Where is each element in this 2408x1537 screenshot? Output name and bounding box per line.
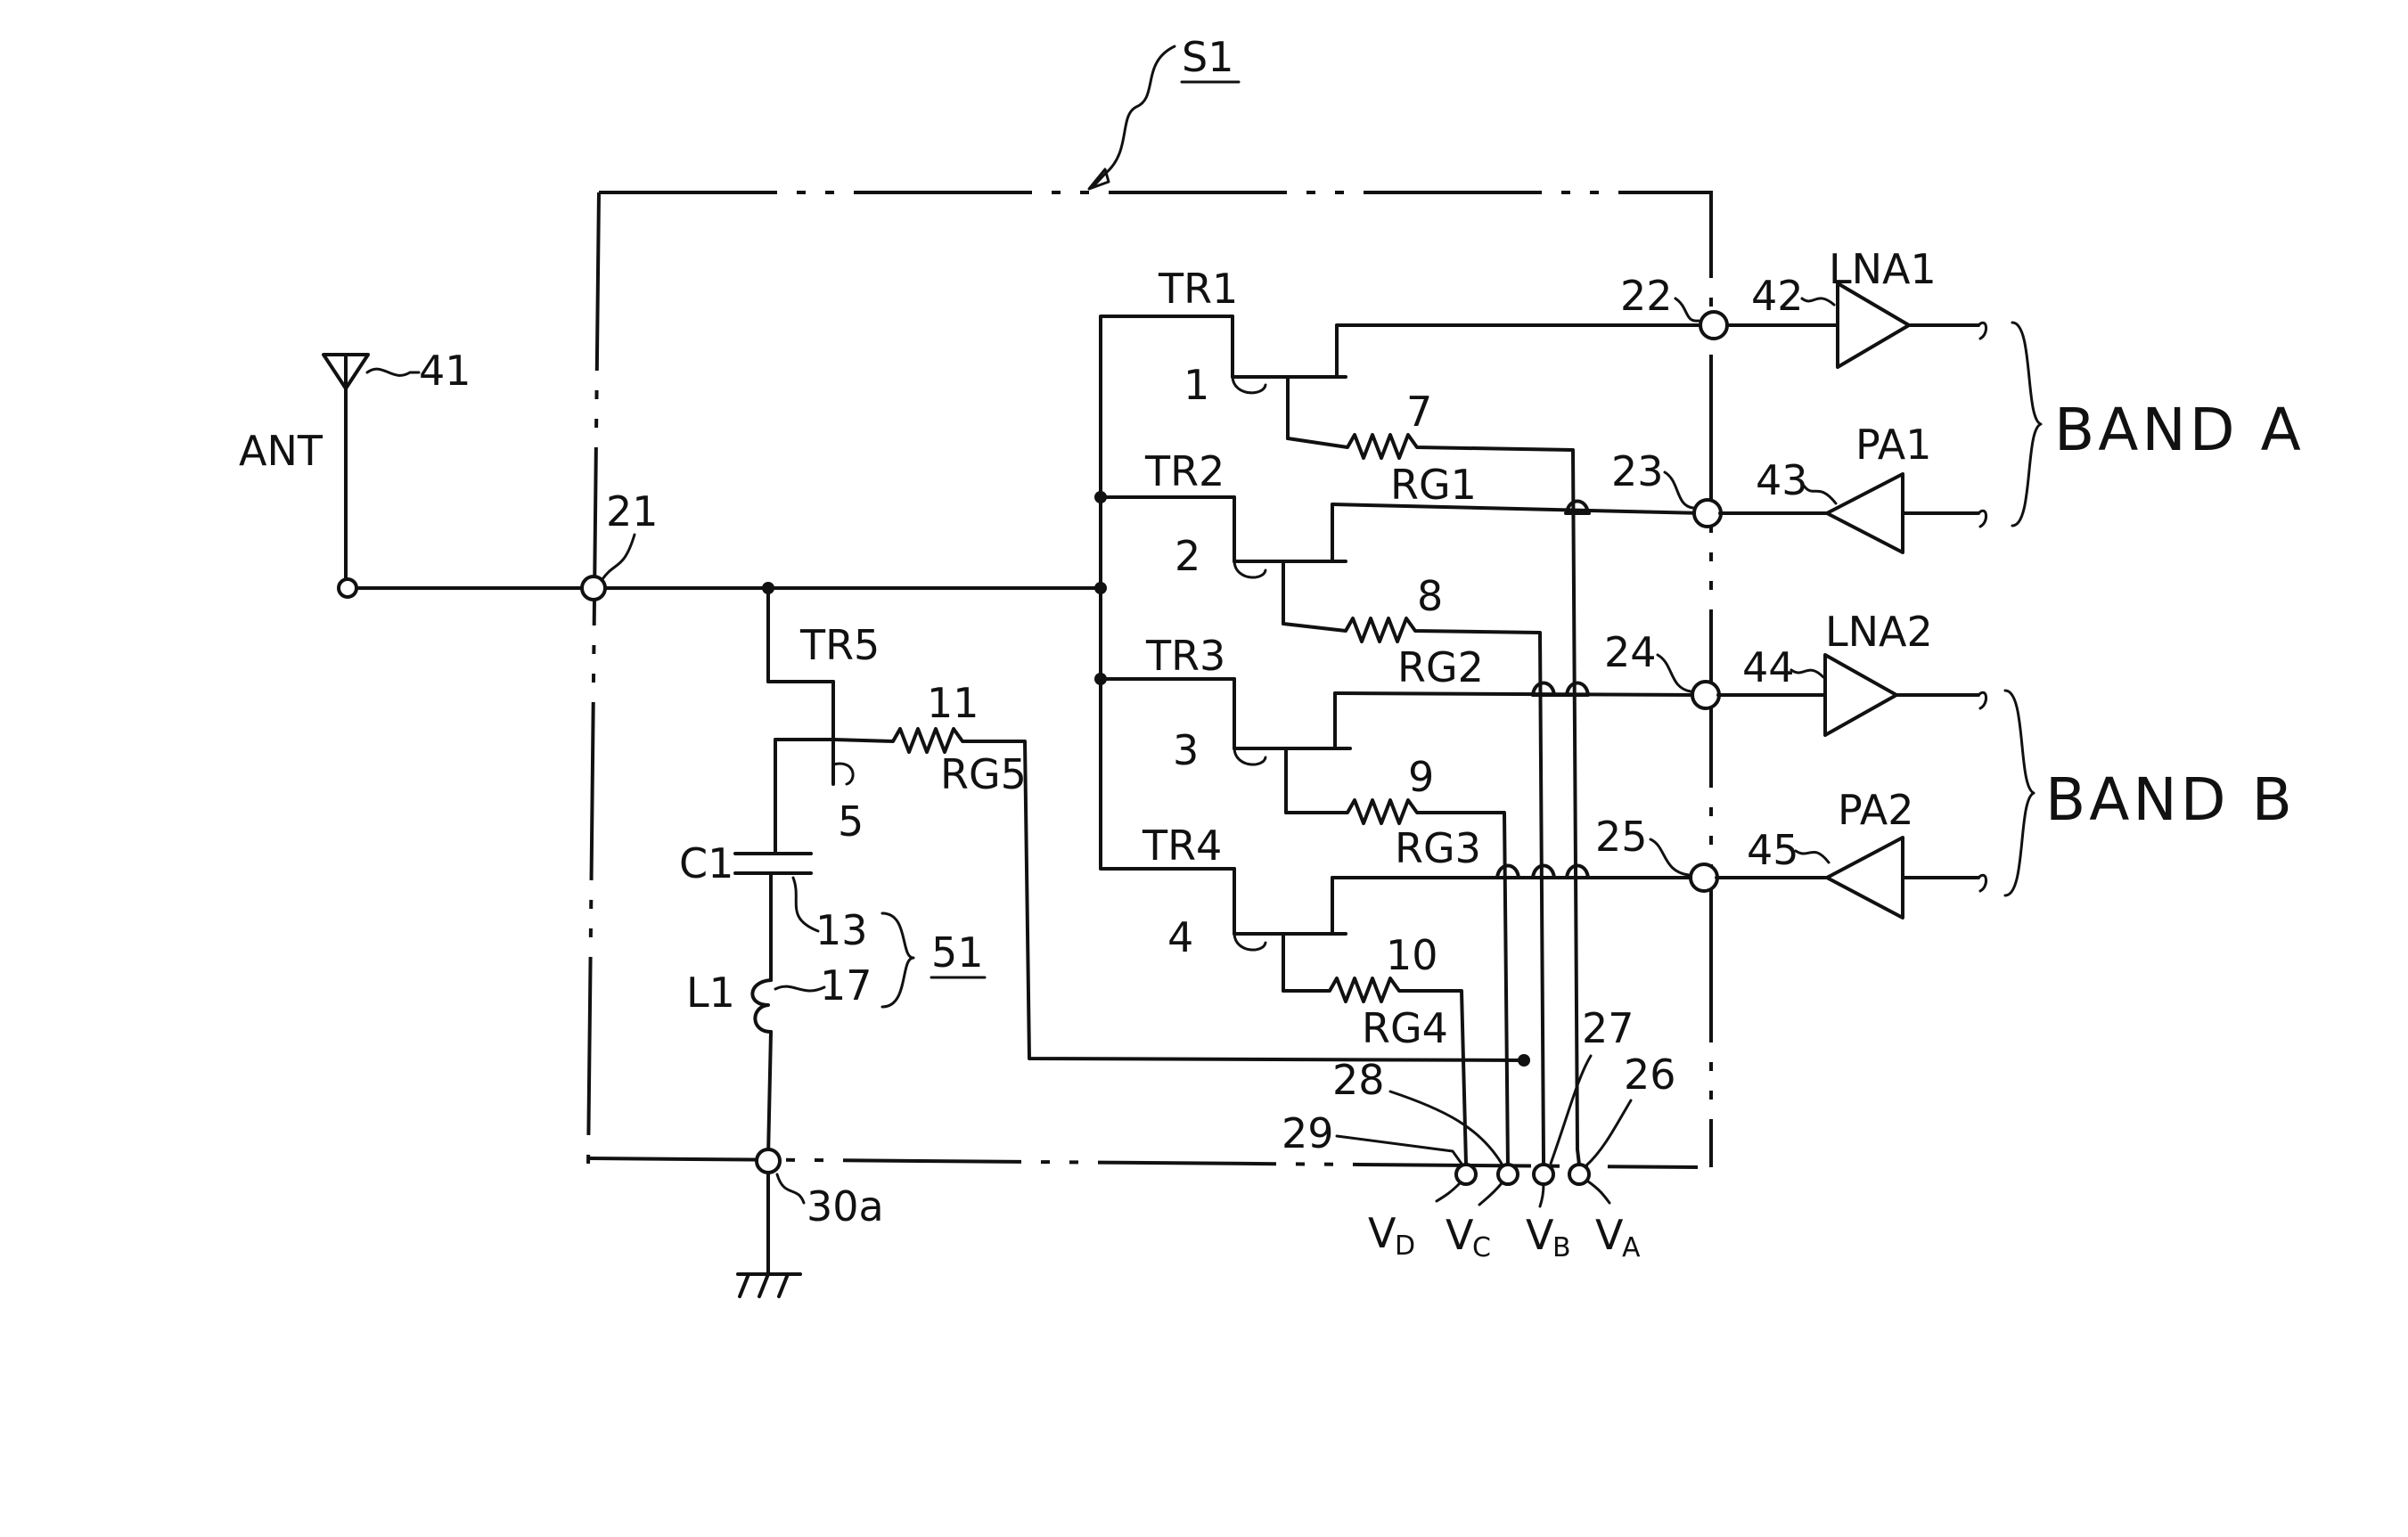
s1-pointer — [1094, 46, 1175, 185]
tr3-ref: 3 — [1173, 726, 1199, 774]
terminal-27-label: 27 — [1582, 1004, 1634, 1052]
band-a-label: BAND A — [2054, 396, 2305, 464]
rg1-ref: 7 — [1406, 388, 1432, 436]
l1-label: L1 — [686, 969, 735, 1017]
capacitor-c1 — [735, 793, 818, 980]
voltage-vd: V D — [1368, 1209, 1415, 1262]
lna1-ref: 42 — [1751, 272, 1804, 320]
terminal-29-label: 29 — [1282, 1109, 1334, 1157]
voltage-vb: V B — [1526, 1211, 1571, 1263]
band-a-brace — [2012, 323, 2041, 526]
terminal-28 — [1498, 1165, 1518, 1184]
transistor-tr2 — [1234, 497, 1702, 624]
terminal-28-label: 28 — [1332, 1056, 1385, 1104]
terminal-22 — [1700, 312, 1727, 339]
transistor-tr3 — [1234, 679, 1698, 813]
figure-label: S1 — [1182, 33, 1233, 81]
pa2-ref: 45 — [1747, 826, 1799, 874]
terminal-30a-label: 30a — [807, 1182, 884, 1230]
terminal-27 — [1534, 1165, 1553, 1184]
pa2-label: PA2 — [1838, 786, 1914, 834]
filter-51-brace — [882, 913, 913, 1007]
lna2-ref: 44 — [1742, 643, 1795, 691]
terminal-25-label: 25 — [1595, 813, 1648, 861]
rg1-label: RG1 — [1390, 461, 1477, 509]
tr3-label: TR3 — [1145, 632, 1225, 680]
terminal-24-label: 24 — [1604, 628, 1657, 676]
tr1-ref: 1 — [1184, 361, 1209, 409]
lna2-label: LNA2 — [1825, 608, 1933, 656]
terminal-25 — [1691, 864, 1717, 891]
filter-ref: 51 — [931, 928, 984, 977]
transistor-tr5 — [768, 588, 853, 793]
rg5-ref: 11 — [927, 679, 979, 727]
rg3-ref: 9 — [1408, 753, 1434, 801]
svg-text:V: V — [1526, 1211, 1554, 1259]
terminal-21-label: 21 — [606, 487, 659, 535]
inductor-l1 — [752, 980, 824, 1157]
terminal-23-label: 23 — [1611, 447, 1664, 495]
rf-bus — [1101, 316, 1234, 869]
terminal-22-label: 22 — [1620, 272, 1673, 320]
svg-text:C: C — [1472, 1232, 1491, 1263]
band-b-brace — [2005, 691, 2034, 895]
ground-icon — [738, 1274, 800, 1296]
tr4-ref: 4 — [1167, 913, 1193, 961]
terminal-24 — [1692, 682, 1719, 708]
c1-ref: 13 — [815, 906, 868, 954]
rg5-label: RG5 — [940, 750, 1027, 798]
transistor-tr1 — [1233, 316, 1702, 438]
tr5-label: TR5 — [799, 621, 880, 669]
rg2-ref: 8 — [1417, 572, 1443, 620]
antenna-ref: 41 — [419, 347, 471, 395]
svg-text:D: D — [1395, 1230, 1415, 1262]
svg-text:B: B — [1552, 1232, 1571, 1263]
band-b-label: BAND B — [2045, 765, 2296, 834]
terminal-26 — [1569, 1165, 1589, 1184]
rg4-label: RG4 — [1362, 1004, 1448, 1052]
tr5-ref: 5 — [838, 797, 864, 846]
voltage-vc: V C — [1446, 1211, 1491, 1263]
antenna-terminal — [339, 579, 356, 597]
pa1-ref: 43 — [1756, 456, 1808, 504]
tr1-label: TR1 — [1158, 265, 1238, 313]
antenna-label: ANT — [239, 427, 324, 475]
svg-text:V: V — [1368, 1209, 1396, 1257]
svg-text:A: A — [1622, 1232, 1641, 1263]
pa1-label: PA1 — [1855, 421, 1932, 469]
terminal-29 — [1456, 1165, 1476, 1184]
voltage-va: V A — [1595, 1211, 1641, 1263]
terminal-30a — [757, 1149, 780, 1173]
l1-ref: 17 — [820, 961, 872, 1010]
rg3-label: RG3 — [1395, 824, 1481, 872]
terminal-26-label: 26 — [1624, 1051, 1676, 1099]
svg-text:V: V — [1595, 1211, 1624, 1259]
tr4-label: TR4 — [1142, 822, 1222, 870]
antenna-symbol — [324, 355, 368, 579]
rg2-label: RG2 — [1397, 643, 1484, 691]
transistor-tr4 — [1234, 869, 1698, 991]
rg4-ref: 10 — [1386, 931, 1438, 979]
tr2-label: TR2 — [1144, 447, 1224, 495]
svg-text:V: V — [1446, 1211, 1474, 1259]
tr2-ref: 2 — [1175, 532, 1200, 580]
terminal-23 — [1694, 500, 1721, 527]
lna1-label: LNA1 — [1829, 245, 1937, 293]
c1-label: C1 — [679, 839, 733, 887]
